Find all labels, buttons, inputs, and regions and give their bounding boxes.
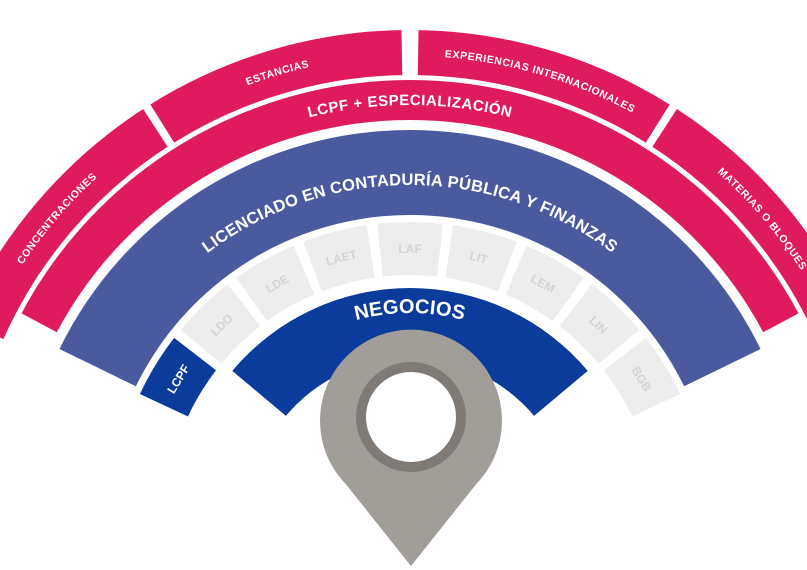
degree-band — [59, 130, 761, 387]
location-pin-icon — [320, 329, 503, 566]
segment-concentraciones — [0, 109, 168, 339]
segment-estancias — [150, 30, 403, 143]
pin-hole — [366, 372, 456, 462]
segment-materias-o-bloques — [652, 109, 807, 320]
program-block-lin — [559, 284, 640, 364]
program-block-bgb — [603, 337, 681, 417]
program-block-ldo — [180, 284, 261, 364]
specialization-band-group: LCPF + ESPECIALIZACIÓN — [21, 79, 799, 333]
specialization-band — [21, 79, 799, 333]
program-block-lit — [445, 225, 517, 292]
program-block-label-laf: LAF — [398, 242, 421, 256]
program-block-lde — [236, 245, 315, 321]
program-block-lcpf — [139, 337, 217, 417]
segment-experiencias-internacionales — [417, 30, 670, 143]
program-block-label-lit: LIT — [468, 249, 490, 267]
program-block-lem — [505, 245, 584, 321]
program-block-laf — [377, 222, 443, 277]
program-block-laet — [303, 225, 375, 292]
